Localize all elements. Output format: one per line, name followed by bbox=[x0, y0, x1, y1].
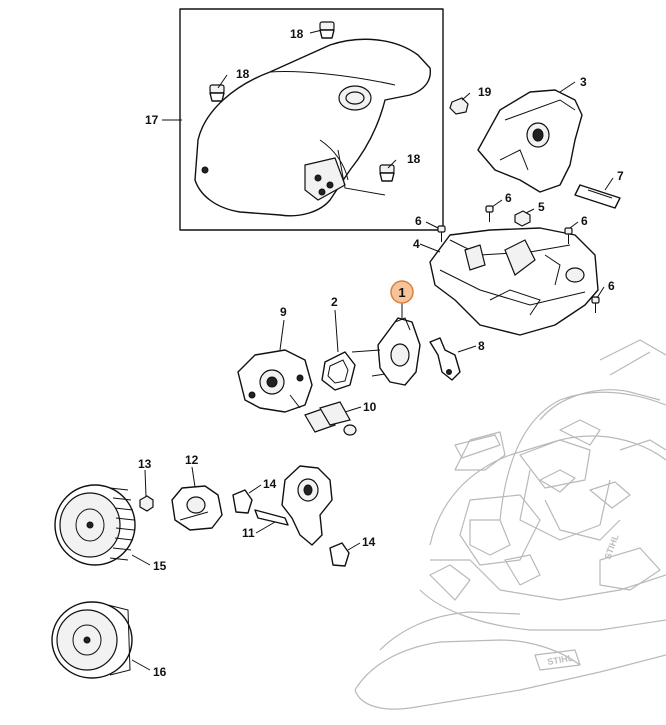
part-11-bracket bbox=[281, 465, 333, 546]
callout-19: 19 bbox=[478, 85, 492, 99]
callout-18c: 18 bbox=[407, 152, 421, 166]
callout-17: 17 bbox=[145, 113, 159, 127]
part-6-screw-a bbox=[485, 205, 494, 222]
part-14-clip-b bbox=[329, 542, 350, 567]
part-2-gasket bbox=[321, 351, 356, 391]
callout-6a: 6 bbox=[505, 191, 512, 205]
part-5-nut bbox=[514, 210, 531, 227]
part-4-housing bbox=[429, 227, 599, 336]
callout-18b: 18 bbox=[236, 67, 250, 81]
part-11-shaft bbox=[254, 509, 289, 526]
chainsaw-outline-drawing: STIHL STIHL bbox=[354, 339, 666, 710]
part-15-filter bbox=[54, 484, 136, 566]
part-17-shroud bbox=[194, 38, 432, 217]
saw-brand-label: STIHL bbox=[602, 532, 620, 560]
bar-brand-label: STIHL bbox=[547, 653, 575, 667]
callout-11: 11 bbox=[242, 526, 255, 540]
hood-inset-box bbox=[179, 8, 444, 231]
callout-2: 2 bbox=[331, 295, 338, 309]
part-1-carburetor-adapter bbox=[351, 317, 421, 386]
callout-14b: 14 bbox=[362, 535, 376, 549]
callout-18a: 18 bbox=[290, 27, 304, 41]
callout-15: 15 bbox=[153, 559, 167, 573]
callout-labels: 18 18 18 17 19 3 7 6 5 6 6 4 6 2 9 8 10 … bbox=[138, 27, 624, 679]
callout-12: 12 bbox=[185, 453, 199, 467]
callout-9: 9 bbox=[280, 305, 287, 319]
part-14-clip-a bbox=[232, 489, 253, 514]
callout-14a: 14 bbox=[263, 477, 277, 491]
highlighted-callout-1[interactable]: 1 bbox=[390, 280, 414, 304]
part-3-cover bbox=[477, 89, 583, 193]
part-9-carburetor bbox=[237, 349, 313, 413]
callout-3: 3 bbox=[580, 75, 587, 89]
part-8-lever bbox=[429, 337, 461, 381]
part-6-screw-d bbox=[591, 296, 600, 313]
part-6-screw-b bbox=[437, 225, 446, 242]
part-13-nut bbox=[139, 495, 154, 512]
callout-6b: 6 bbox=[415, 214, 422, 228]
part-6-screw-c bbox=[564, 227, 573, 244]
callout-1[interactable]: 1 bbox=[398, 285, 405, 300]
callout-6d: 6 bbox=[608, 279, 615, 293]
callout-10: 10 bbox=[363, 400, 377, 414]
leader-lines bbox=[131, 29, 614, 671]
part-16-filter bbox=[51, 601, 133, 679]
part-7-gasket bbox=[574, 184, 621, 209]
part-10-spacers bbox=[304, 401, 357, 436]
callout-5: 5 bbox=[538, 200, 545, 214]
part-19-plug bbox=[449, 97, 469, 115]
callout-13: 13 bbox=[138, 457, 152, 471]
part-12-cover bbox=[171, 485, 223, 531]
part-18-screw-a bbox=[319, 21, 335, 39]
callout-4: 4 bbox=[413, 237, 420, 251]
highlight-circle[interactable] bbox=[390, 280, 414, 304]
callout-16: 16 bbox=[153, 665, 167, 679]
callout-8: 8 bbox=[478, 339, 485, 353]
part-18-screw-c bbox=[379, 164, 395, 182]
part-18-screw-b bbox=[209, 84, 225, 102]
callout-7: 7 bbox=[617, 169, 624, 183]
callout-6c: 6 bbox=[581, 214, 588, 228]
